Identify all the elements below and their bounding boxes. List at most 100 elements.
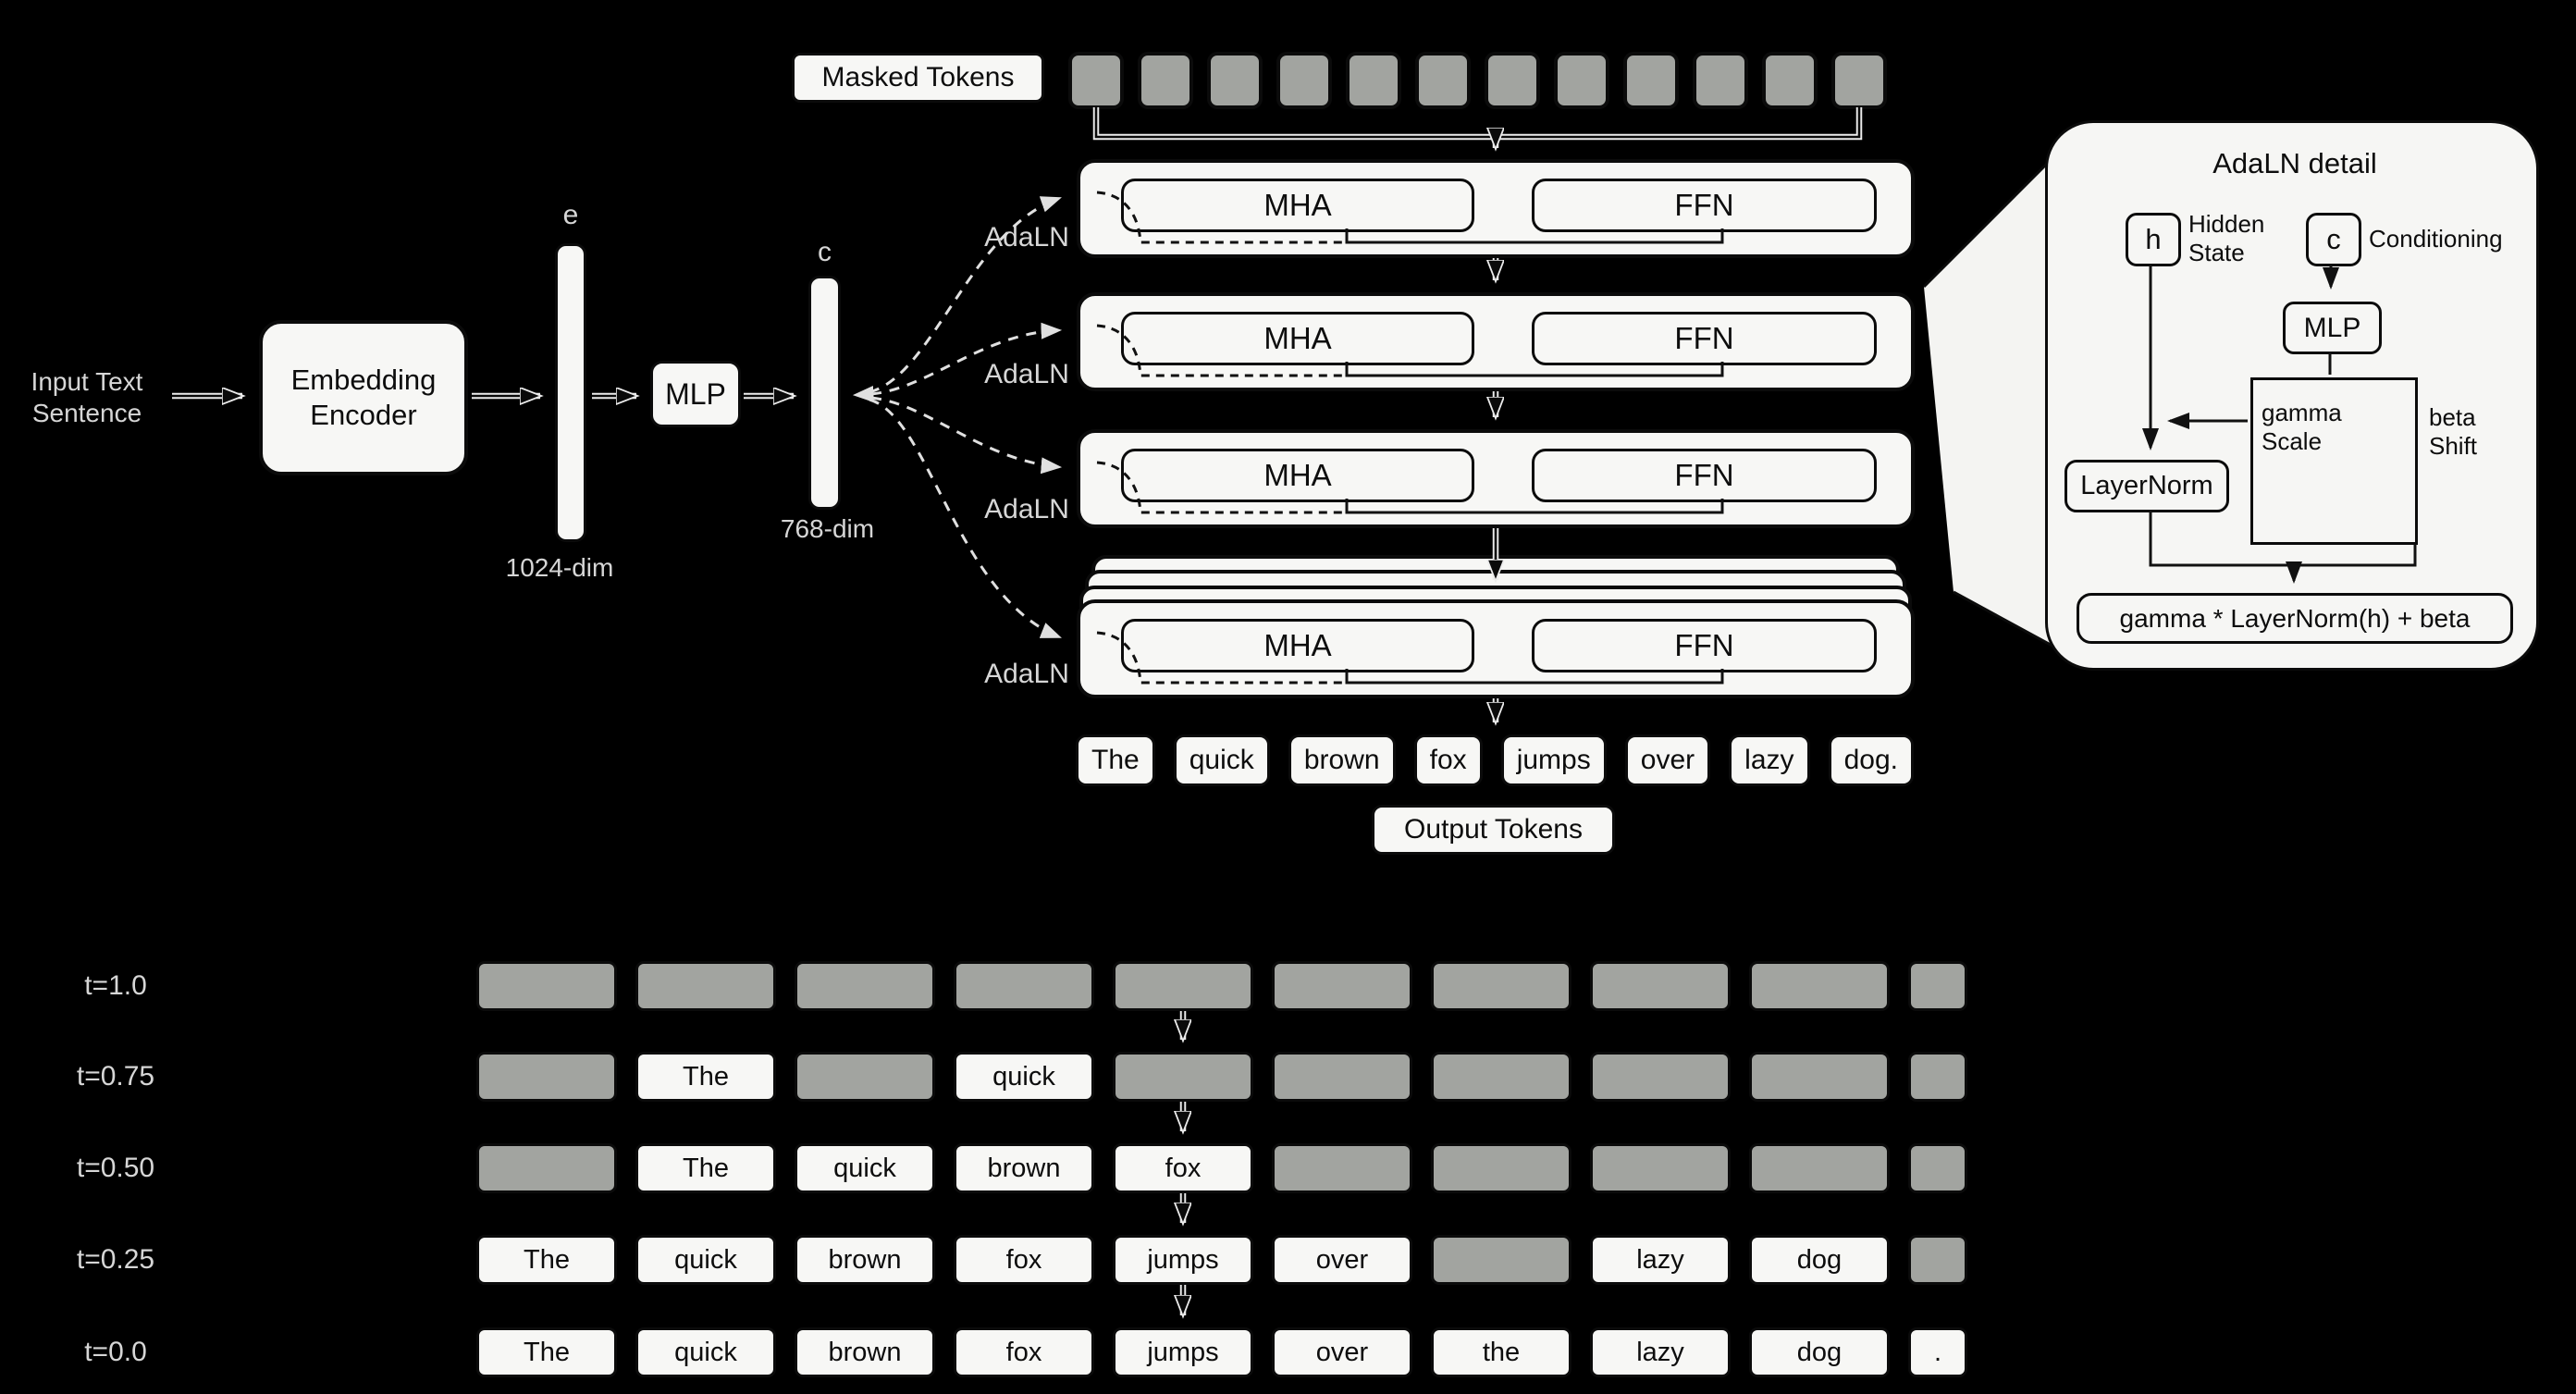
gamma-caption-line2: Scale [2262,427,2323,455]
layernorm-box: LayerNorm [2064,460,2229,512]
hidden-caption-line2: State [2188,239,2245,266]
adaln-detail-title: AdaLN detail [2212,147,2377,179]
input-text-line1: Input Text [31,367,143,396]
word-cell: lazy [1590,1235,1731,1285]
masked-cell [1113,1052,1253,1102]
conditioning-vector-bar [808,276,841,510]
masked-cell [1113,961,1253,1011]
masked-cell [1431,1143,1571,1193]
masked-token [1623,52,1679,109]
word-cell: quick [635,1235,776,1285]
masked-cell [635,961,776,1011]
masked-token [1762,52,1818,109]
masked-cell [1749,1052,1890,1102]
word-cell: fox [954,1235,1094,1285]
e-vector-label: e [562,200,579,230]
word-cell: The [635,1143,776,1193]
word-cell: jumps [1113,1327,1253,1377]
timestep-label: t=0.25 [76,1244,155,1275]
mlp-box: MLP [650,361,741,427]
masked-tokens-label: Masked Tokens [792,53,1044,103]
gamma-scale-caption: gamma Scale [2262,399,2342,456]
word-cell: The [476,1235,617,1285]
ffn-box: FFN [1532,449,1877,502]
timeline-row: t=0.75 The quick [0,1052,2576,1102]
ffn-box: FFN [1532,619,1877,672]
word-cell: jumps [1113,1235,1253,1285]
masked-cell [795,961,935,1011]
gamma-caption-line1: gamma [2262,399,2342,426]
word-cell: brown [795,1235,935,1285]
embedding-encoder-line2: Encoder [310,399,417,431]
output-token: quick [1173,734,1270,786]
word-cell: quick [795,1143,935,1193]
masked-cell [1272,1052,1412,1102]
word-cell: quick [635,1327,776,1377]
output-token: dog. [1828,734,1914,786]
hidden-caption-line1: Hidden [2188,210,2265,238]
timestep-label: t=1.0 [84,970,147,1001]
output-token: brown [1288,734,1396,786]
word-cell: brown [954,1143,1094,1193]
output-token: jumps [1500,734,1607,786]
masked-cell [1431,1235,1571,1285]
masked-cell [1908,1052,1967,1102]
conditioning-caption: Conditioning [2369,225,2503,253]
masked-cell [1749,1143,1890,1193]
word-cell: brown [795,1327,935,1377]
masked-token [1276,52,1332,109]
mha-box: MHA [1121,619,1474,672]
timeline-cells: The quick [476,1052,1967,1102]
ffn-box: FFN [1532,179,1877,232]
word-cell: dog [1749,1327,1890,1377]
masked-token-row [1068,52,1887,109]
callout-wedge [1924,131,2079,660]
masked-cell [954,961,1094,1011]
masked-cell [1431,1052,1571,1102]
ffn-box: FFN [1532,312,1877,365]
masked-cell [1431,961,1571,1011]
word-cell: . [1908,1327,1967,1377]
timeline-cells [476,961,1967,1011]
masked-cell [1272,961,1412,1011]
conditioning-node: c [2306,213,2361,266]
output-token: lazy [1729,734,1810,786]
word-cell: dog [1749,1235,1890,1285]
beta-shift-caption: beta Shift [2429,403,2477,461]
masked-cell [1590,1052,1731,1102]
masked-cell [1908,1235,1967,1285]
timestep-label: t=0.75 [76,1061,155,1092]
word-cell: quick [954,1052,1094,1102]
word-cell: The [476,1327,617,1377]
masked-cell [476,1143,617,1193]
c-dim-label: 768-dim [780,514,875,543]
input-text-label: Input Text Sentence [0,366,174,429]
c-vector-label: c [818,237,832,267]
adaln-formula-box: gamma * LayerNorm(h) + beta [2077,593,2513,644]
adaln-arrow-label-2: AdaLN [984,359,1069,389]
beta-caption-line2: Shift [2429,432,2478,460]
word-cell: the [1431,1327,1571,1377]
output-token: over [1624,734,1711,786]
hidden-state-caption: Hidden State [2188,210,2264,267]
masked-cell [1749,961,1890,1011]
masked-cell [1908,1143,1967,1193]
detail-mlp-box: MLP [2283,302,2382,354]
masked-cell [476,1052,617,1102]
word-cell: over [1272,1327,1412,1377]
output-token: The [1076,734,1155,786]
word-cell: over [1272,1235,1412,1285]
masked-token [1415,52,1471,109]
word-cell: The [635,1052,776,1102]
timestep-label: t=0.0 [84,1337,147,1367]
masked-cell [795,1052,935,1102]
masked-token [1138,52,1193,109]
hidden-state-node: h [2126,213,2181,266]
input-text-line2: Sentence [31,399,142,427]
output-token: fox [1413,734,1483,786]
